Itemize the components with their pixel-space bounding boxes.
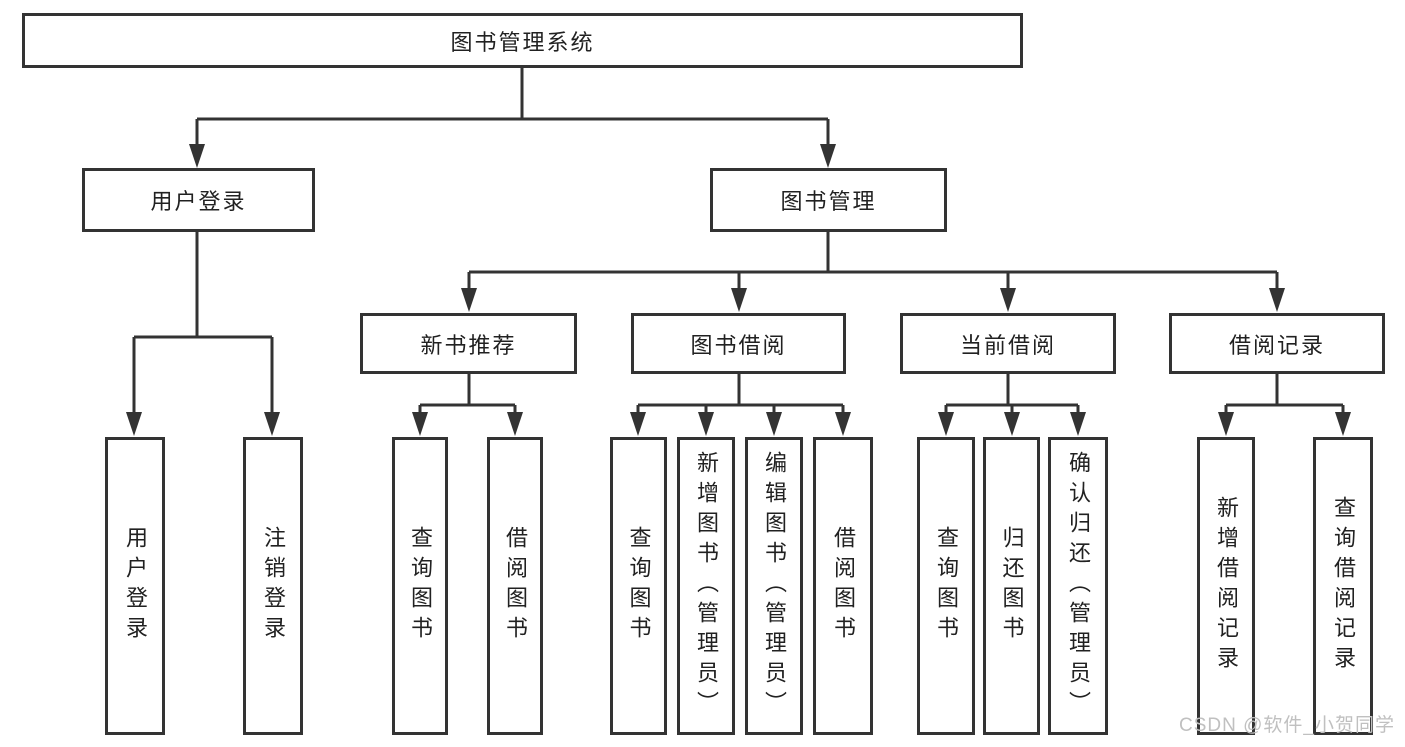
node-leaf-borrow-books-2: 借阅图书 (813, 437, 873, 735)
node-label: 当前借阅 (959, 332, 1056, 358)
node-leaf-add-borrow-record: 新增借阅记录 (1197, 437, 1255, 735)
node-label: 编辑图书（管理员） (762, 451, 787, 721)
node-borrowing-records: 借阅记录 (1169, 313, 1385, 374)
node-leaf-add-books-admin: 新增图书（管理员） (677, 437, 735, 735)
node-leaf-query-borrow-record: 查询借阅记录 (1313, 437, 1373, 735)
node-leaf-logout: 注销登录 (243, 437, 303, 735)
node-label: 查询图书 (408, 526, 433, 646)
node-label: 查询图书 (626, 526, 652, 646)
node-label: 用户登录 (123, 526, 148, 646)
node-label: 新增图书（管理员） (694, 451, 719, 721)
node-leaf-query-books-1: 查询图书 (392, 437, 448, 735)
node-user-login-branch: 用户登录 (82, 168, 315, 232)
node-label: 图书借阅 (690, 332, 787, 358)
node-label: 图书管理 (780, 189, 877, 214)
node-label: 用户登录 (150, 189, 247, 214)
node-book-management-branch: 图书管理 (710, 168, 947, 232)
node-label: 借阅记录 (1228, 332, 1325, 358)
node-leaf-query-books-2: 查询图书 (610, 437, 667, 735)
node-label: 图书管理系统 (450, 29, 595, 55)
node-label: 新增借阅记录 (1214, 496, 1239, 676)
node-current-borrowing: 当前借阅 (900, 313, 1116, 374)
node-leaf-user-login: 用户登录 (105, 437, 165, 735)
node-label: 查询图书 (934, 526, 959, 646)
node-label: 注销登录 (261, 526, 286, 646)
csdn-watermark: CSDN @软件_小贺同学 (1179, 715, 1395, 736)
node-label: 查询借阅记录 (1331, 496, 1356, 676)
node-leaf-borrow-books-1: 借阅图书 (487, 437, 543, 735)
node-label: 借阅图书 (831, 526, 856, 646)
node-new-book-recommend: 新书推荐 (360, 313, 577, 374)
node-label: 确认归还（管理员） (1066, 451, 1091, 721)
node-leaf-confirm-return-admin: 确认归还（管理员） (1048, 437, 1108, 735)
node-root-system: 图书管理系统 (22, 13, 1023, 68)
node-label: 借阅图书 (503, 526, 528, 646)
node-label: 归还图书 (999, 526, 1025, 646)
node-book-borrowing: 图书借阅 (631, 313, 846, 374)
node-leaf-return-books: 归还图书 (983, 437, 1040, 735)
node-leaf-query-books-3: 查询图书 (917, 437, 975, 735)
node-label: 新书推荐 (420, 332, 517, 358)
node-leaf-edit-books-admin: 编辑图书（管理员） (745, 437, 803, 735)
